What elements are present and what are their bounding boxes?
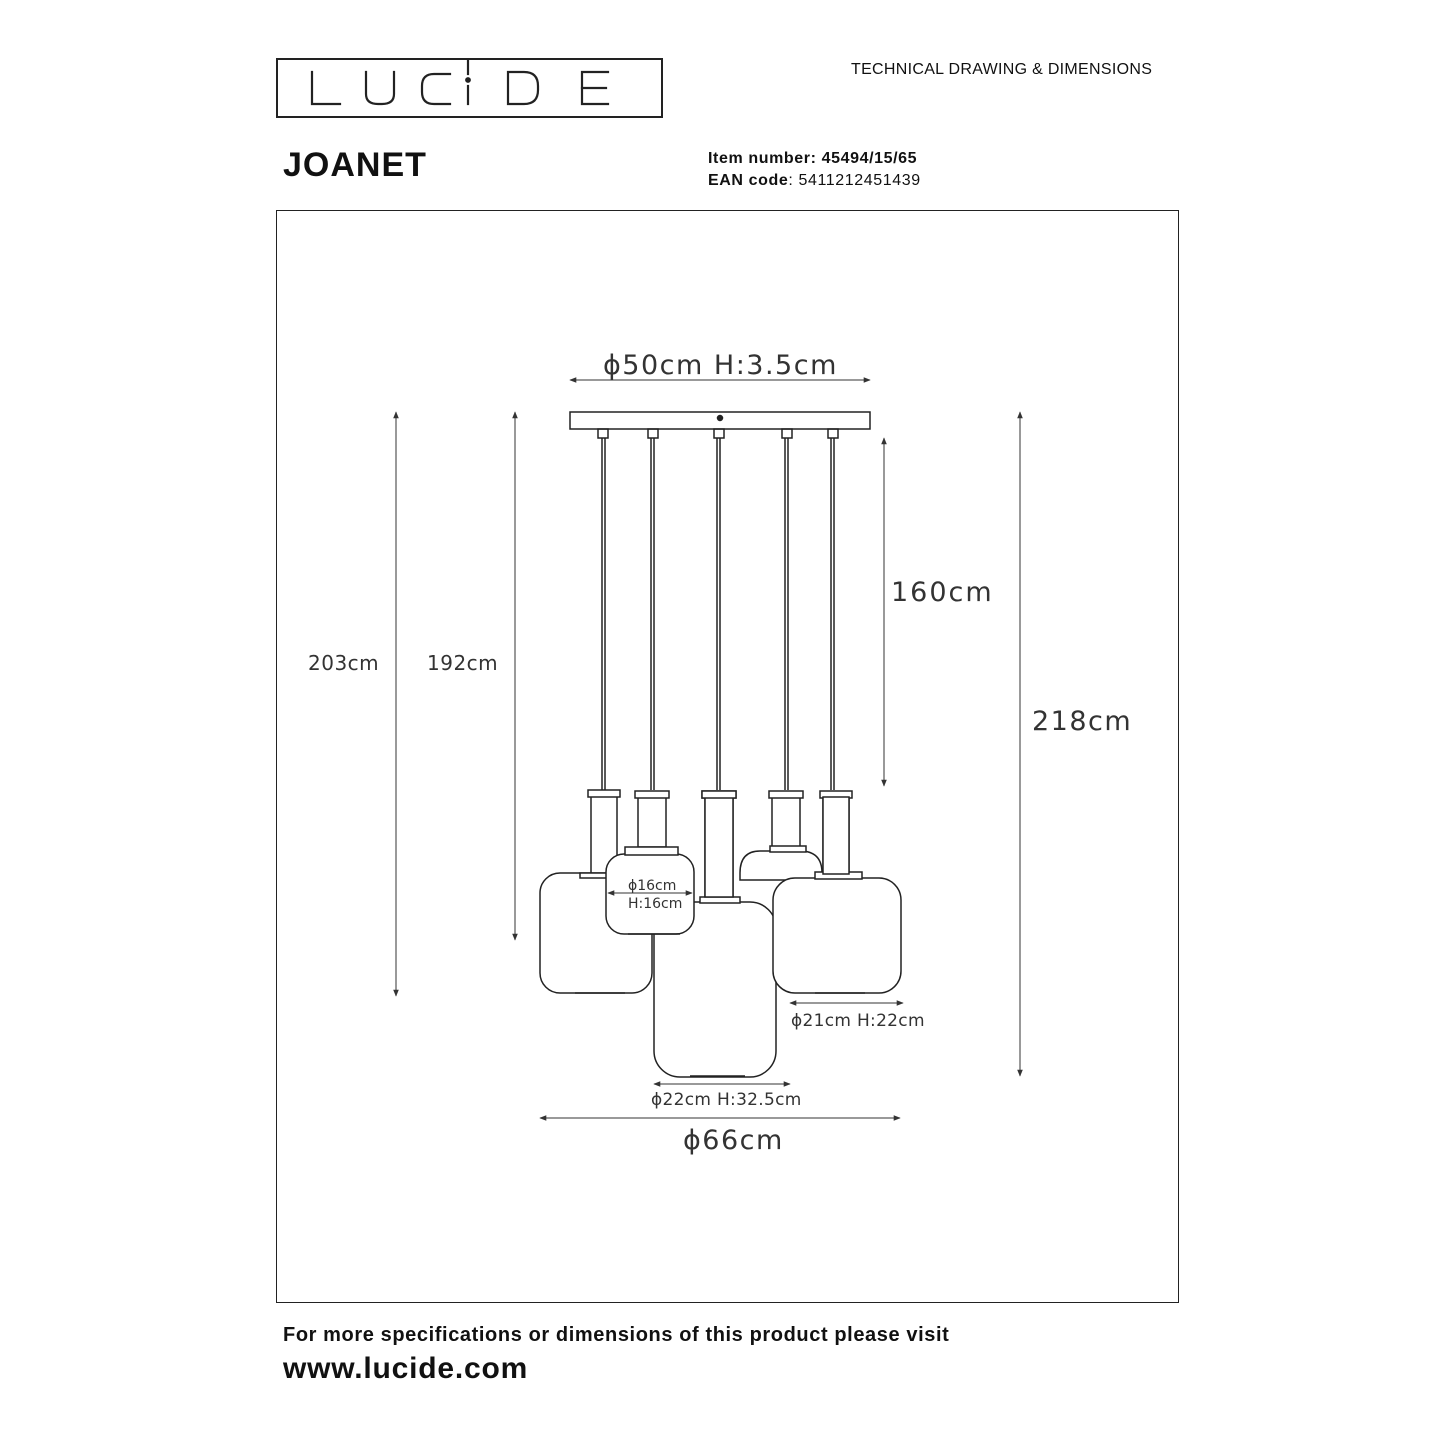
- product-name: JOANET: [283, 146, 427, 184]
- ean-row: EAN code: 5411212451439: [708, 170, 921, 192]
- height-192-label: 192cm: [427, 651, 498, 675]
- height-218-label: 218cm: [1032, 706, 1132, 737]
- cables: [597, 428, 839, 790]
- item-number-label: Item number:: [708, 150, 817, 167]
- dimension-labels: ϕ50cm H:3.5cm 203cm 192cm 160cm 218cm ϕ1…: [308, 350, 1132, 1156]
- item-meta: Item number: 45494/15/65 EAN code: 54112…: [708, 148, 921, 192]
- small-shade-diameter: ϕ16cm: [628, 878, 676, 894]
- lucide-logo-icon: [310, 60, 610, 106]
- cable-length-label: 160cm: [891, 577, 994, 608]
- website-link[interactable]: www.lucide.com: [283, 1352, 529, 1385]
- large-shade-label: ϕ22cm H:32.5cm: [651, 1090, 802, 1110]
- dimension-lines: [393, 377, 1023, 1121]
- shade-small: [605, 853, 695, 935]
- lamp-outline: [539, 411, 902, 1078]
- medium-shade-label: ϕ21cm H:22cm: [791, 1011, 925, 1031]
- small-shade-height: H:16cm: [628, 896, 682, 912]
- item-number-row: Item number: 45494/15/65: [708, 148, 921, 170]
- drawing-frame: [276, 210, 1179, 1303]
- ean-label: EAN code: [708, 172, 789, 189]
- canopy-screw-icon: [716, 414, 724, 422]
- height-203-label: 203cm: [308, 651, 379, 675]
- document-type: TECHNICAL DRAWING & DIMENSIONS: [851, 61, 1153, 78]
- ean-code: : 5411212451439: [788, 172, 921, 189]
- canopy-dimension: ϕ50cm H:3.5cm: [603, 350, 838, 381]
- footer-note: For more specifications or dimensions of…: [283, 1324, 950, 1346]
- shade-right: [772, 877, 902, 994]
- brand-logo: [276, 58, 663, 118]
- shade-back-right: [739, 850, 823, 881]
- overall-diameter-label: ϕ66cm: [683, 1125, 784, 1156]
- item-number: 45494/15/65: [821, 150, 918, 167]
